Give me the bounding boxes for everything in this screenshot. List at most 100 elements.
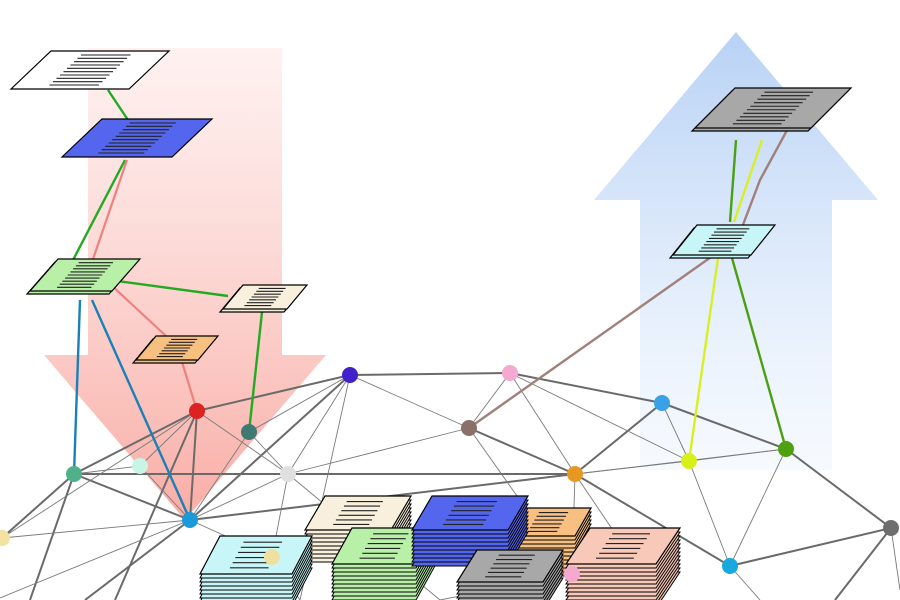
- network-node-n15: [883, 520, 899, 536]
- document-page: [671, 224, 777, 256]
- network-node-n8: [461, 420, 477, 436]
- link-gray-cyan-green: [728, 139, 738, 223]
- network-edge: [248, 431, 289, 475]
- network-edge: [468, 372, 511, 429]
- link-gray-brown: [468, 87, 812, 429]
- down-arrow: [44, 48, 326, 520]
- doc-lightcyan: [668, 224, 777, 259]
- doc-orange: [131, 335, 220, 364]
- network-edge: [189, 410, 198, 521]
- link-green-cream: [109, 278, 229, 298]
- network-edge: [661, 402, 690, 462]
- pile-top-sheet: [564, 527, 682, 565]
- network-node-n10: [567, 466, 583, 482]
- link-blue-green: [70, 159, 127, 263]
- pile-green: [330, 527, 438, 600]
- doc-green: [25, 258, 142, 295]
- network-edge: [785, 448, 892, 529]
- link-cream-node: [247, 311, 264, 433]
- document-page-front: [134, 335, 220, 361]
- network-node-n9: [502, 365, 518, 381]
- network-node-n2: [132, 458, 148, 474]
- network-edge: [468, 427, 576, 475]
- network-edge: [196, 410, 289, 475]
- link-cyan-node-yellow: [687, 257, 720, 462]
- doc-blue: [60, 118, 214, 158]
- network-node-n13: [778, 441, 794, 457]
- document-page-front: [693, 87, 853, 129]
- network-edge: [1, 519, 191, 539]
- network-edge: [248, 374, 351, 433]
- document-page: [693, 87, 853, 129]
- network-edge: [84, 519, 191, 600]
- network-node-n12: [681, 453, 697, 469]
- network-edge: [574, 473, 731, 567]
- network-edge: [349, 374, 470, 429]
- doc-white: [9, 50, 171, 90]
- network-edge: [0, 519, 191, 599]
- network-edge: [189, 374, 351, 521]
- link-green-orange: [109, 283, 167, 337]
- network-edge: [509, 372, 663, 404]
- network-edge: [509, 372, 690, 462]
- document-page: [564, 527, 682, 565]
- pile-top-sheet: [455, 549, 565, 583]
- network-edge: [574, 448, 787, 475]
- network-edge: [509, 372, 576, 475]
- link-blue-green-red: [90, 159, 129, 263]
- network-edge: [287, 374, 351, 475]
- link-cyan-node-green: [730, 257, 788, 450]
- pile-salmon: [564, 527, 682, 600]
- network-edge: [574, 402, 663, 475]
- network-edge: [349, 372, 511, 376]
- network-edge: [139, 410, 198, 467]
- network-node-n11: [654, 395, 670, 411]
- link-white-blue: [107, 89, 129, 121]
- document-page: [9, 50, 171, 90]
- network-edge: [834, 527, 892, 600]
- network-edge: [890, 527, 900, 591]
- pile-blue: [410, 495, 530, 567]
- network-node-n5: [241, 424, 257, 440]
- pile-top-sheet: [199, 535, 313, 575]
- link-green-node3: [90, 299, 192, 521]
- pile-gray: [455, 549, 565, 600]
- network-edge: [196, 374, 351, 412]
- document-page: [60, 118, 214, 158]
- network-node-n6: [280, 466, 296, 482]
- network-edge: [29, 473, 75, 600]
- network-edge: [189, 473, 289, 521]
- network-node-n4: [189, 403, 205, 419]
- network-node-n17: [564, 566, 580, 582]
- pile-cyan: [199, 535, 313, 600]
- network-node-n1: [66, 466, 82, 482]
- network-node-n7: [342, 367, 358, 383]
- network-edge: [287, 427, 470, 475]
- network-edge: [139, 465, 191, 521]
- network-edge: [729, 527, 892, 567]
- network-edge: [73, 465, 141, 475]
- network-edge: [73, 410, 198, 475]
- network-node-n3: [182, 512, 198, 528]
- network-edge: [114, 410, 198, 600]
- link-orange-node: [180, 361, 199, 412]
- network-node-n0: [0, 530, 10, 546]
- document-page-front: [671, 224, 777, 256]
- network-edge: [661, 402, 787, 450]
- doc-gray: [690, 87, 853, 132]
- network-node-n16: [264, 549, 280, 565]
- document-page-front: [221, 284, 309, 310]
- network-edge: [189, 431, 250, 521]
- network-edge: [73, 473, 191, 521]
- document-page: [199, 535, 313, 575]
- network-node-n14: [722, 558, 738, 574]
- document-page: [455, 549, 565, 583]
- document-page: [410, 495, 530, 531]
- network-edge: [1, 410, 198, 539]
- pile-top-sheet: [410, 495, 530, 531]
- link-green-node1: [72, 299, 82, 475]
- document-page-front: [28, 258, 142, 292]
- network-edge: [1, 473, 75, 539]
- network-edge: [729, 448, 787, 567]
